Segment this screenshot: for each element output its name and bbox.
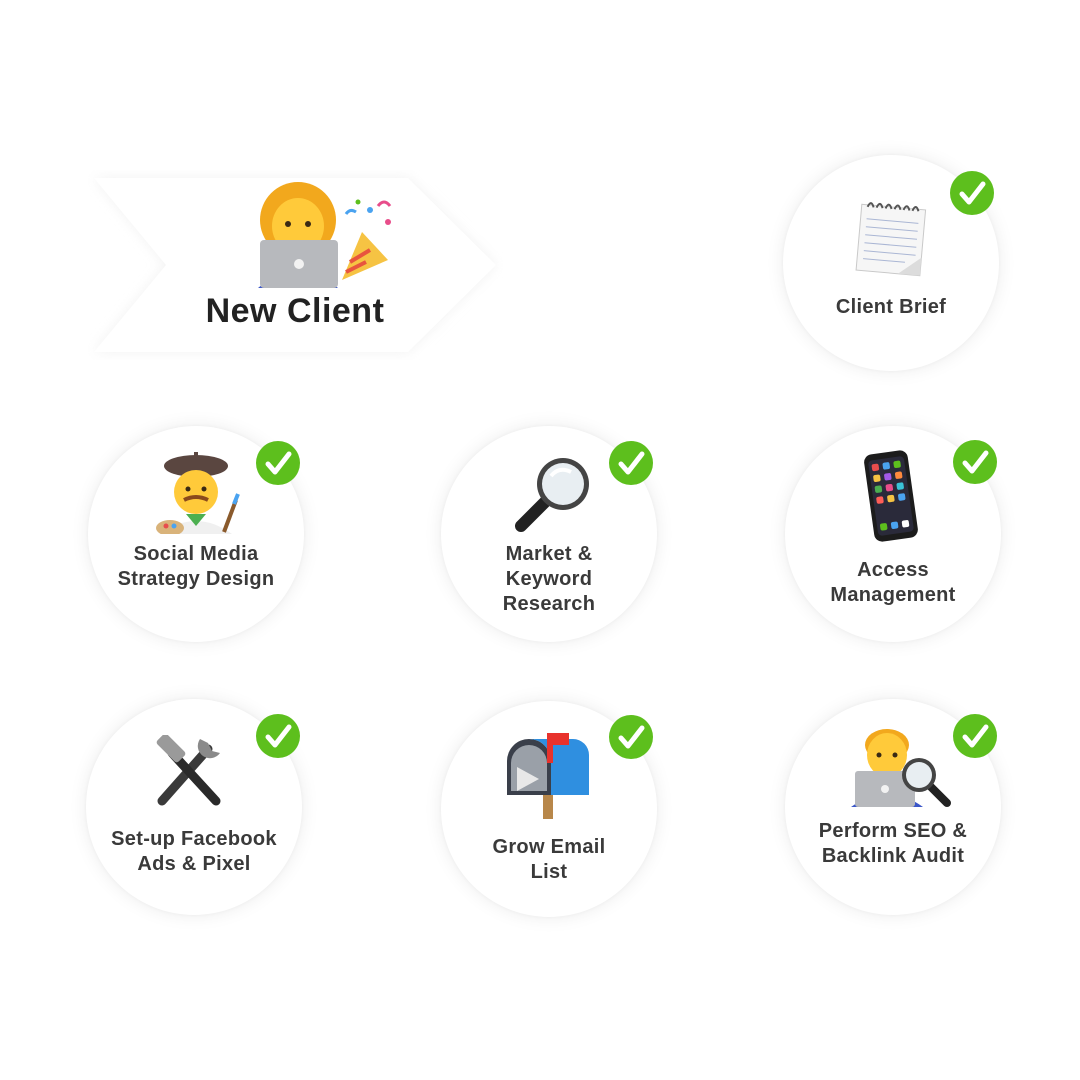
step-label: Perform SEO & Backlink Audit	[818, 820, 968, 867]
check-icon	[256, 441, 300, 485]
step-label: Access Management	[830, 559, 956, 606]
magnifying-glass-icon	[513, 454, 593, 537]
step-label: Client Brief	[835, 296, 947, 318]
man-laptop-search-icon	[847, 723, 951, 814]
step-label: Set-up Facebook Ads & Pixel	[111, 828, 277, 875]
mailbox-icon	[503, 733, 593, 824]
page-title: New Client	[205, 292, 385, 330]
step-client-brief: Client Brief	[783, 155, 999, 371]
step-label: Market & Keyword Research	[502, 543, 596, 615]
step-label: Grow Email List	[492, 836, 606, 883]
check-icon	[953, 440, 997, 484]
artist-icon	[156, 452, 240, 539]
step-facebook-ads-pixel: Set-up Facebook Ads & Pixel	[86, 699, 302, 915]
check-icon	[609, 441, 653, 485]
check-icon	[950, 171, 994, 215]
step-seo-backlink-audit: Perform SEO & Backlink Audit	[785, 699, 1001, 915]
check-icon	[609, 715, 653, 759]
notepad-icon	[851, 197, 931, 284]
hammer-wrench-icon	[152, 733, 226, 812]
smartphone-icon	[855, 450, 927, 547]
check-icon	[953, 714, 997, 758]
check-icon	[256, 714, 300, 758]
woman-laptop-party-icon	[250, 180, 400, 290]
step-label: Social Media Strategy Design	[117, 543, 275, 590]
